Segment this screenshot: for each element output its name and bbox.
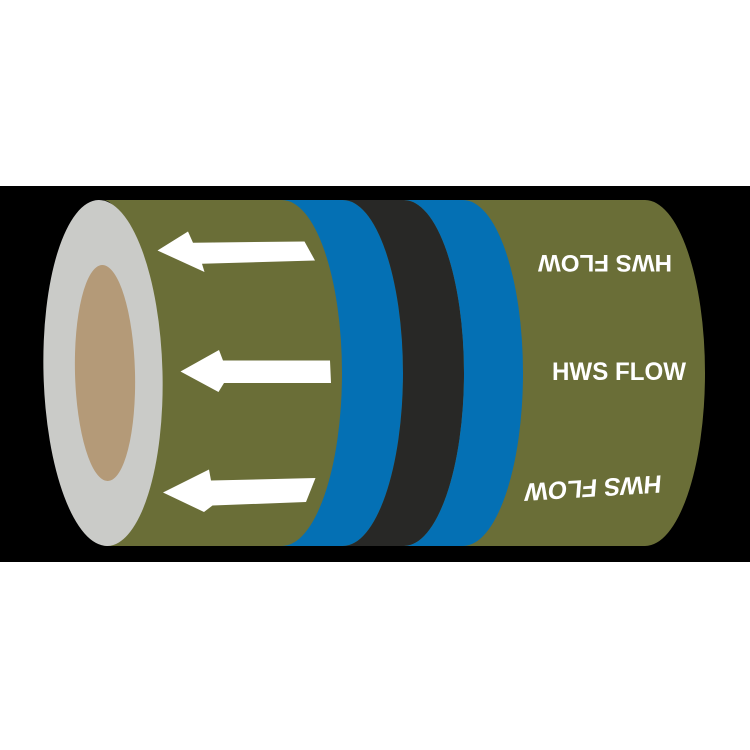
svg-text:HWS FLOW: HWS FLOW — [538, 249, 672, 276]
svg-text:HWS FLOW: HWS FLOW — [552, 358, 686, 386]
